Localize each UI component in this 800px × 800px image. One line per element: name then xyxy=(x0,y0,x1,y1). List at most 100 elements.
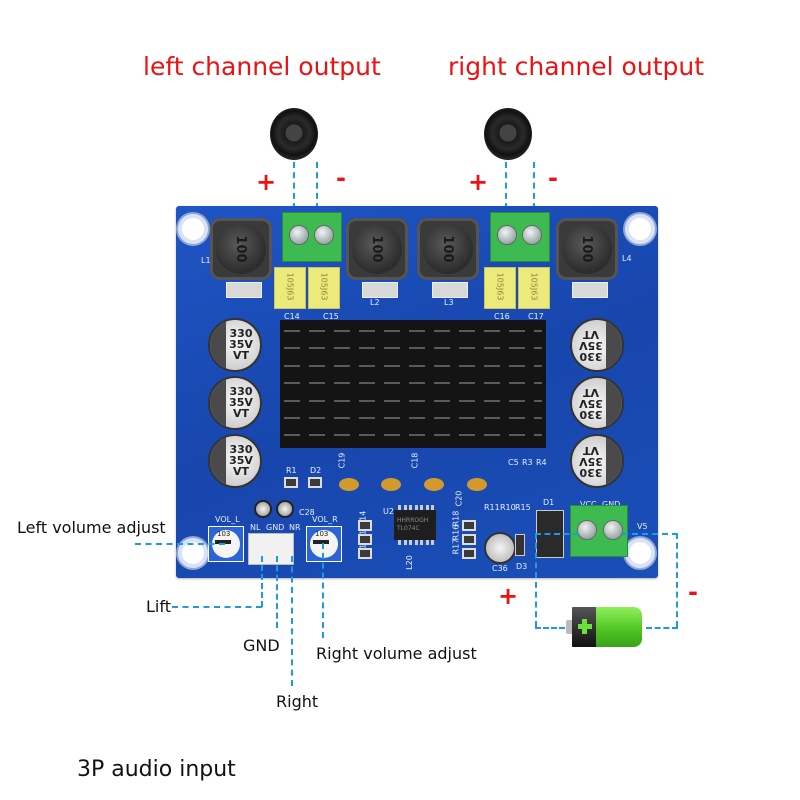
inductor-pad xyxy=(226,282,262,298)
resistor xyxy=(462,548,476,559)
screw-icon xyxy=(603,520,623,540)
lift-wire-h xyxy=(172,606,262,608)
silk-c17: C17 xyxy=(528,312,544,321)
inductor-l4: 100 xyxy=(556,218,618,280)
mounting-hole xyxy=(178,214,208,244)
silk-l20: L20 xyxy=(404,555,414,570)
resistor xyxy=(358,534,372,545)
battery-plus-sign: + xyxy=(498,582,519,610)
right-minus-sign: - xyxy=(548,164,558,192)
battery-plus-wire-top xyxy=(535,533,579,535)
silk-r10: R10 xyxy=(500,503,516,512)
right-plus-wire xyxy=(505,162,507,240)
right-volume-pot[interactable]: 103 xyxy=(306,526,342,562)
silk-c28: C28 xyxy=(299,508,315,517)
silk-c36: C36 xyxy=(492,564,508,573)
right-output-terminal[interactable] xyxy=(490,212,550,262)
film-cap-c15: 105J63 xyxy=(308,267,340,309)
silk-l3: L3 xyxy=(444,298,454,307)
ic-pin xyxy=(403,540,407,545)
inductor-l1: 100 xyxy=(210,218,272,280)
lift-wire-v xyxy=(261,556,263,607)
ceramic-cap xyxy=(424,478,444,491)
left-plus-sign: + xyxy=(256,168,277,196)
silk-c16: C16 xyxy=(494,312,510,321)
silk-r3: R3 xyxy=(522,458,533,467)
silk-nr: NR xyxy=(289,523,301,532)
ic-pin xyxy=(425,505,429,510)
silk-c19: C19 xyxy=(337,452,347,469)
mounting-hole xyxy=(625,538,655,568)
silk-r17: R17 xyxy=(451,538,461,555)
right-minus-wire xyxy=(533,162,535,240)
left-volume-adjust-label: Left volume adjust xyxy=(17,518,166,537)
left-speaker-icon xyxy=(270,108,318,160)
silk-c14: C14 xyxy=(284,312,300,321)
battery-plus-wire-v xyxy=(535,533,537,627)
audio-input-connector[interactable] xyxy=(248,533,294,565)
battery-minus-wire-bottom xyxy=(646,627,678,629)
left-plus-wire xyxy=(293,162,295,240)
screw-icon xyxy=(522,225,542,245)
diode-d3 xyxy=(515,534,525,556)
resistor xyxy=(462,534,476,545)
lift-label: Lift xyxy=(146,597,171,616)
silk-d1: D1 xyxy=(543,498,555,507)
silk-u2: U2 xyxy=(383,507,394,516)
silk-c18: C18 xyxy=(410,452,420,469)
right-input-wire xyxy=(291,556,293,686)
right-volume-adjust-label: Right volume adjust xyxy=(316,644,477,663)
ceramic-cap xyxy=(467,478,487,491)
left-output-terminal[interactable] xyxy=(282,212,342,262)
diode-d2 xyxy=(308,477,322,488)
resistor xyxy=(358,548,372,559)
silk-r11: R11 xyxy=(484,503,500,512)
silk-power-gnd: GND xyxy=(602,500,620,509)
inductor-pad xyxy=(362,282,398,298)
left-volume-wire xyxy=(135,543,225,545)
ic-pin xyxy=(420,540,423,545)
film-cap-c17: 105J63 xyxy=(518,267,550,309)
left-channel-output-title: left channel output xyxy=(143,52,381,81)
silk-vol-l: VOL_L xyxy=(215,515,240,524)
ic-pin xyxy=(420,505,423,510)
silk-c20: C20 xyxy=(454,490,464,507)
ic-pin xyxy=(425,540,429,545)
inductor-pad xyxy=(572,282,608,298)
left-minus-sign: - xyxy=(336,164,346,192)
silk-vcc: VCC xyxy=(580,500,597,509)
power-input-terminal[interactable] xyxy=(570,505,628,557)
inductor-pad xyxy=(432,282,468,298)
inductor-l3: 100 xyxy=(417,218,479,280)
resistor xyxy=(462,520,476,531)
silk-l4: L4 xyxy=(622,254,632,263)
left-minus-wire xyxy=(316,162,318,240)
electrolytic-cap-c36 xyxy=(484,532,516,564)
battery-plus-wire-bottom xyxy=(535,627,565,629)
heatsink xyxy=(280,320,546,448)
inductor-l2: 100 xyxy=(346,218,408,280)
right-channel-output-title: right channel output xyxy=(448,52,705,81)
ic-pin xyxy=(414,540,418,545)
ceramic-cap xyxy=(381,478,401,491)
battery-minus-wire-v xyxy=(676,533,678,627)
silk-d3: D3 xyxy=(516,562,528,571)
battery-minus-wire-top xyxy=(622,533,678,535)
screw-icon xyxy=(497,225,517,245)
screw-icon xyxy=(314,225,334,245)
film-cap-c16: 105J63 xyxy=(484,267,516,309)
ic-pin xyxy=(398,505,401,510)
right-speaker-icon xyxy=(484,108,532,160)
ceramic-cap xyxy=(339,478,359,491)
silk-r15: R15 xyxy=(515,503,531,512)
right-plus-sign: + xyxy=(468,168,489,196)
silk-gnd: GND xyxy=(266,523,285,532)
silk-c5: C5 xyxy=(508,458,519,467)
resistor-r1 xyxy=(284,477,298,488)
small-cap xyxy=(276,500,294,518)
